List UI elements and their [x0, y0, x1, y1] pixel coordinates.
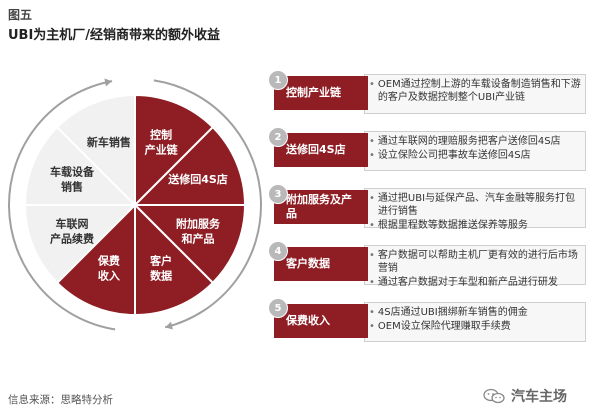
benefit-item: 通过把UBI与延保产品、汽车金融等服务打包进行销售根据里程数等数据推送保养等服务… [268, 184, 588, 240]
cycle-arrow-head [165, 321, 173, 330]
item-bullet: 通过车联网的理赔服务把客户送修回4S店 [369, 135, 581, 148]
item-bullet: 根据里程数等数据推送保养等服务 [369, 219, 581, 232]
cycle-arrow [8, 80, 116, 331]
item-label: 保费收入 [274, 304, 368, 338]
item-bullet-text: 客户数据可以帮助主机厂更有效的进行后市场营销 [377, 250, 578, 274]
cycle-arrow [153, 79, 262, 329]
wheel-segment-label: 产品续费 [50, 232, 94, 246]
wheel-segment [134, 93, 215, 208]
item-bullet: 设立保险公司把事故车送修回4S店 [369, 149, 581, 162]
benefit-item: 通过车联网的理赔服务把客户送修回4S店设立保险公司把事故车送修回4S店送修回4S… [268, 127, 588, 183]
item-bullet-text: 4S店通过UBI捆绑新车销售的佣金 [377, 307, 528, 318]
wechat-icon [483, 388, 505, 404]
item-description: 通过车联网的理赔服务把客户送修回4S店设立保险公司把事故车送修回4S店 [364, 131, 586, 171]
wheel-segment-label: 送修回4S店 [167, 172, 228, 186]
wheel-segment [23, 204, 138, 285]
wheel-segment-label: 收入 [98, 269, 120, 283]
item-bullet: 通过客户数据对于车型和新产品进行研发 [369, 276, 581, 289]
item-number-badge: 3 [268, 184, 288, 204]
item-bullet: OEM设立保险代理赚取手续费 [369, 320, 581, 333]
item-label: 控制产业链 [274, 76, 368, 110]
source-note: 信息来源：思略特分析 [8, 394, 113, 406]
item-label: 客户数据 [274, 247, 368, 281]
item-bullet: 客户数据可以帮助主机厂更有效的进行后市场营销 [369, 249, 581, 275]
brand-watermark: 汽车主场 [483, 386, 567, 406]
wheel-segment-label: 销售 [61, 179, 83, 193]
wheel-segment-label: 客户 [149, 254, 172, 268]
wheel-segment [23, 125, 138, 206]
figure-label: 图五 [8, 8, 33, 22]
wheel-segment-label: 和产品 [182, 232, 215, 246]
item-description: 4S店通过UBI捆绑新车销售的佣金 OEM设立保险代理赚取手续费 [364, 302, 586, 342]
item-bullet-text: OEM设立保险代理赚取手续费 [377, 321, 511, 332]
benefit-item: 客户数据可以帮助主机厂更有效的进行后市场营销通过客户数据对于车型和新产品进行研发… [268, 241, 588, 297]
item-bullet: 通过把UBI与延保产品、汽车金融等服务打包进行销售 [369, 192, 581, 218]
item-number-badge: 1 [268, 70, 288, 90]
cycle-arrow-head [104, 78, 113, 87]
item-label: 送修回4S店 [274, 133, 368, 167]
item-bullet-text: 根据里程数等数据推送保养等服务 [377, 220, 528, 231]
item-number-badge: 5 [268, 298, 288, 318]
wheel-segment [132, 125, 247, 206]
item-bullet: 4S店通过UBI捆绑新车销售的佣金 [369, 306, 581, 319]
item-bullet-text: 设立保险公司把事故车送修回4S店 [377, 150, 531, 161]
figure-title: UBI为主机厂/经销商带来的额外收益 [8, 28, 221, 43]
item-bullet-text: 通过车联网的理赔服务把客户送修回4S店 [377, 136, 561, 147]
wheel-segment-label: 保费 [97, 254, 120, 268]
item-description: 客户数据可以帮助主机厂更有效的进行后市场营销通过客户数据对于车型和新产品进行研发 [364, 245, 586, 288]
benefit-item: OEM通过控制上游的车载设备制造销售和下游的客户及数据控制整个UBI产业链控制产… [268, 70, 588, 126]
wheel-segment-label: 附加服务 [176, 217, 221, 231]
wheel-segment [55, 202, 136, 317]
item-bullet-text: OEM通过控制上游的车载设备制造销售和下游的客户及数据控制整个UBI产业链 [377, 79, 581, 103]
wheel-segment [134, 202, 215, 317]
wheel-segment-label: 控制 [150, 127, 172, 141]
wheel-segment-label: 车载设备 [50, 164, 95, 178]
brand-name: 汽车主场 [511, 389, 567, 405]
item-bullet-text: 通过客户数据对于车型和新产品进行研发 [377, 277, 558, 288]
item-label: 附加服务及产品 [274, 190, 368, 224]
wheel-segment-label: 新车销售 [87, 135, 131, 149]
item-number-badge: 4 [268, 241, 288, 261]
wheel-segment [132, 204, 247, 285]
item-description: 通过把UBI与延保产品、汽车金融等服务打包进行销售根据里程数等数据推送保养等服务 [364, 188, 586, 231]
item-number-badge: 2 [268, 127, 288, 147]
wheel-segment-label: 车联网 [55, 217, 88, 231]
item-bullet: OEM通过控制上游的车载设备制造销售和下游的客户及数据控制整个UBI产业链 [369, 78, 581, 104]
wheel-segment-label: 数据 [150, 269, 172, 283]
item-bullet-text: 通过把UBI与延保产品、汽车金融等服务打包进行销售 [377, 193, 576, 217]
wheel-segment [55, 93, 136, 208]
wheel-segment-label: 产业链 [145, 142, 179, 156]
item-description: OEM通过控制上游的车载设备制造销售和下游的客户及数据控制整个UBI产业链 [364, 74, 586, 114]
